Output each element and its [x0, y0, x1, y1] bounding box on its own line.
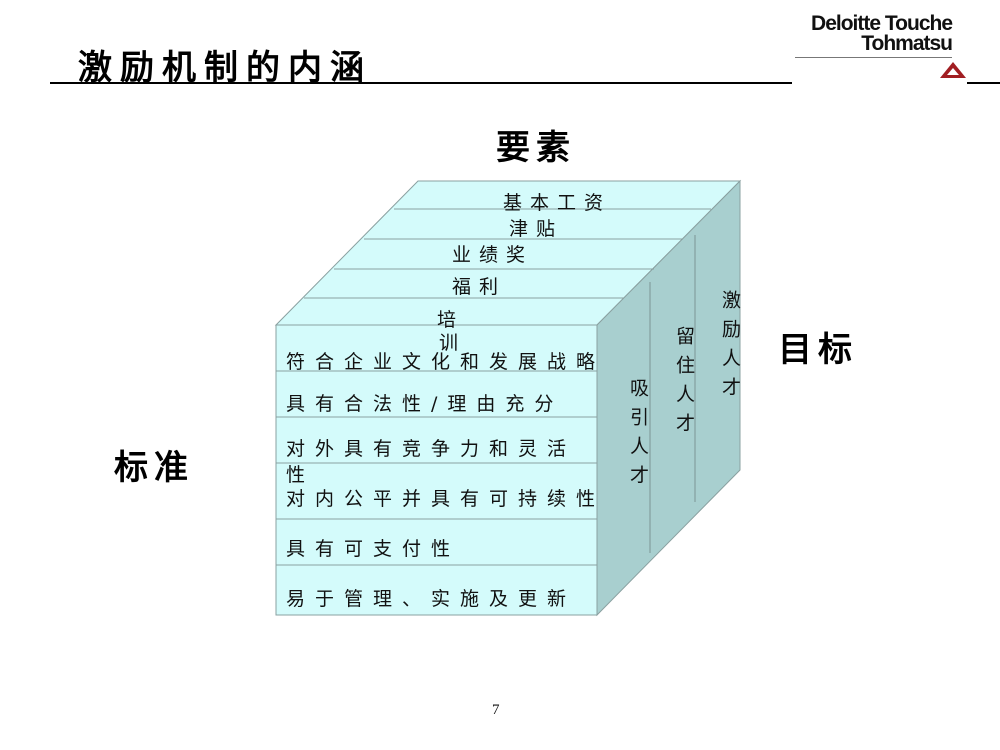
front-item-competitiveness: 对外具有竞争力和灵活 — [286, 438, 577, 460]
side-item-attract-talent: 吸引人才 — [627, 378, 649, 494]
front-item-competitiveness-cont: 性 — [286, 464, 316, 486]
logo-line-2: Tohmatsu — [861, 32, 953, 55]
front-item-manageability: 易于管理、实施及更新 — [286, 588, 577, 610]
side-item-retain-talent: 留住人才 — [673, 326, 695, 442]
page-number: 7 — [492, 702, 500, 718]
top-item-training-1: 培 — [437, 309, 465, 331]
slide-title: 激励机制的内涵 — [78, 48, 372, 88]
front-item-culture-strategy: 符合企业文化和发展战略 — [286, 351, 606, 373]
label-goals: 目标 — [778, 330, 858, 370]
top-item-training-2: 训 — [439, 332, 467, 354]
front-item-fairness: 对内公平并具有可持续性 — [286, 488, 606, 510]
label-standards: 标准 — [114, 448, 194, 488]
top-item-allowance: 津贴 — [509, 218, 564, 240]
top-item-benefits: 福利 — [452, 276, 507, 298]
title-underline — [50, 82, 792, 84]
logo-rule — [795, 57, 952, 58]
side-item-motivate-talent: 激励人才 — [719, 290, 741, 406]
deloitte-triangle-icon — [940, 62, 966, 78]
top-item-performance-bonus: 业绩奖 — [452, 244, 534, 266]
company-logo: Deloitte Touche Tohmatsu — [800, 12, 953, 55]
label-elements: 要素 — [496, 128, 576, 168]
front-item-affordability: 具有可支付性 — [286, 538, 461, 560]
title-underline-right — [967, 82, 1000, 84]
cube-front-face — [275, 324, 598, 616]
front-item-legitimacy: 具有合法性/理由充分 — [286, 393, 564, 415]
top-item-base-salary: 基本工资 — [503, 192, 612, 214]
logo-line-1: Deloitte Touche — [811, 12, 953, 35]
